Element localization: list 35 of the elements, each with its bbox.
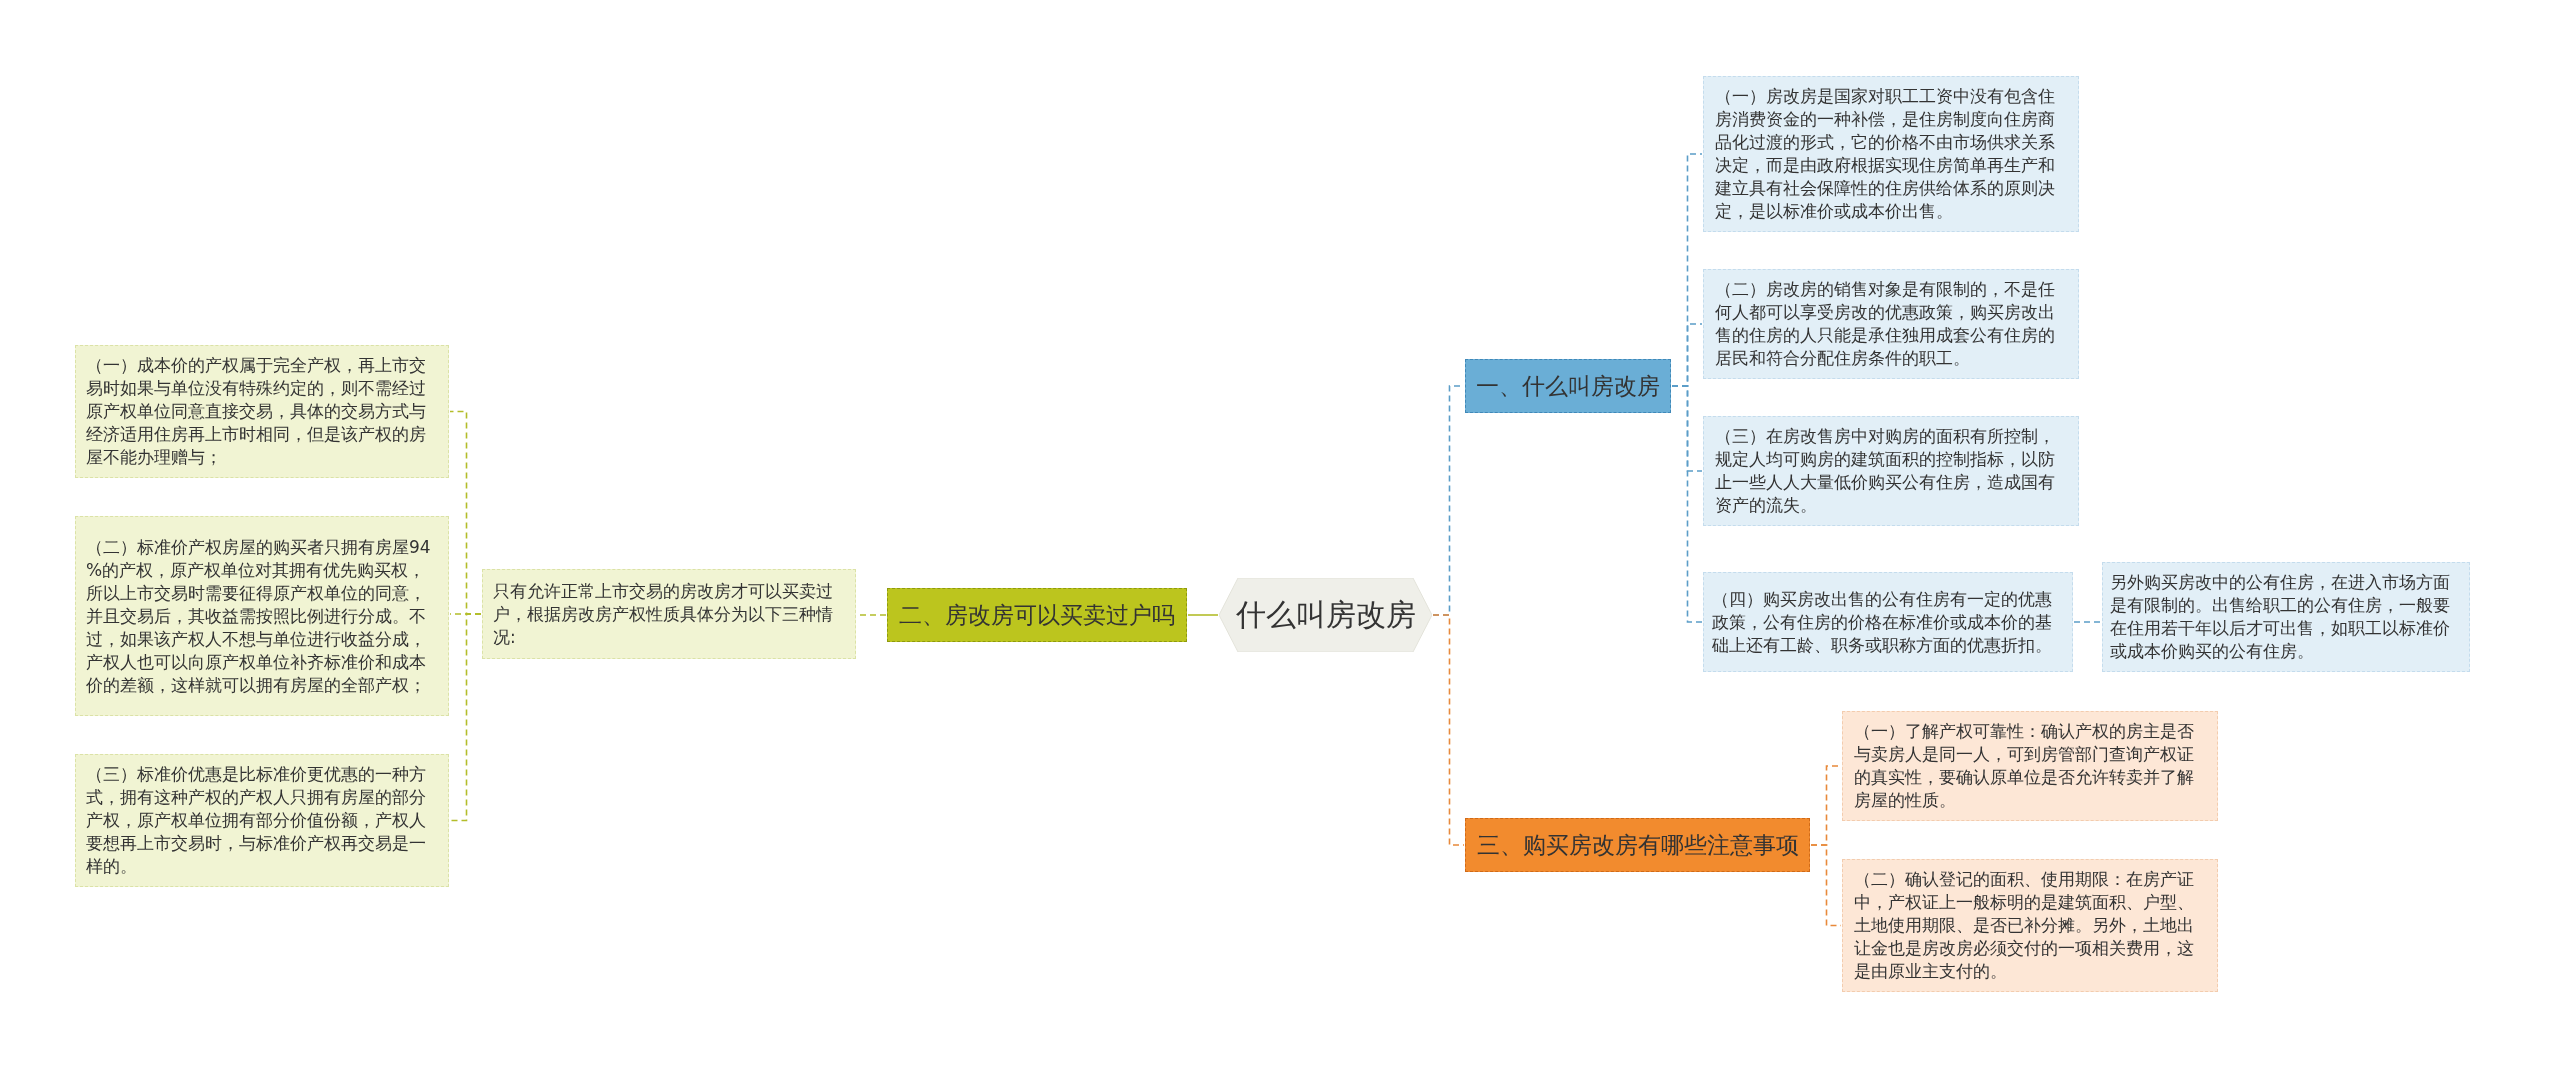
note-box (1842, 711, 2218, 821)
note-text: （三）在房改售房中对购房的面积有所控制，规定人均可购房的建筑面积的控制指标，以防止一些人人大量低价购买公有住房，造成国有资产的流失。 (1715, 425, 2056, 517)
note-box (1703, 572, 2073, 672)
connector-line (1671, 385, 1703, 623)
connector-line (1187, 614, 1219, 616)
note-text: （二）确认登记的面积、使用期限：在房产证中，产权证上一般标明的是建筑面积、户型、土地使用期限、是否已补分摊。另外，土地出让金也是房改房必须交付的一项相关费用，这是由原业主支付的。 (1854, 868, 2195, 983)
branch-title: 一、什么叫房改房 (1476, 371, 1660, 401)
note-text: 另外购买房改中的公有住房，在进入市场方面是有限制的。出售给职工的公有住房，一般要在住用若干年以后才可出售，如职工以标准价或成本价购买的公有住房。 (2110, 571, 2451, 663)
note-box (1703, 269, 2079, 379)
note-text: （一）成本价的产权属于完全产权，再上市交易时如果与单位没有特殊约定的，则不需经过原产权单位同意直接交易，具体的交易方式与经济适用住房再上市时相同，但是该产权的房屋不能办理赠与； (86, 354, 427, 469)
connector-line (1432, 614, 1465, 846)
note-box (1842, 859, 2218, 992)
branch-title: 二、房改房可以买卖过户吗 (899, 600, 1175, 630)
note-box (482, 569, 856, 659)
connector-line (2073, 621, 2102, 623)
branch-box (1465, 359, 1671, 413)
note-box (1703, 76, 2079, 232)
topic-title: 什么叫房改房 (1235, 595, 1416, 634)
note-text: （三）标准价优惠是比标准价更优惠的一种方式，拥有这种产权的产权人只拥有房屋的部分产权，原产权单位拥有部分价值份额，产权人要想再上市交易时，与标准价产权再交易是一样的。 (86, 763, 427, 878)
note-text: （一）房改房是国家对职工工资中没有包含住房消费资金的一种补偿，是住房制度向住房商品化过渡的形式，它的价格不由市场供求关系决定，而是由政府根据实现住房简单再生产和建立具有社会保障性的住房供给体系的原则决定，是以标准价或成本价出售。 (1715, 85, 2056, 223)
note-text: （一）了解产权可靠性：确认产权的房主是否与卖房人是同一人，可到房管部门查询产权证的真实性，要确认原单位是否允许转卖并了解房屋的性质。 (1854, 720, 2195, 812)
note-box (75, 516, 449, 716)
note-text: 只有允许正常上市交易的房改房才可以买卖过户，根据房改房产权性质具体分为以下三种情况: (493, 579, 834, 649)
note-box (2102, 562, 2470, 672)
note-box (75, 345, 449, 478)
note-text: （二）标准价产权房屋的购买者只拥有房屋94%的产权，原产权单位对其拥有优先购买权，所以上市交易时需要征得原产权单位的同意，并且交易后，其收益需按照比例进行分成。不过，如果该产权人不想与单位进行收益分成，产权人也可以向原产权单位补齐标准价和成本价的差额，这样就可以拥有房屋的全部产权； (86, 535, 432, 697)
branch-box (1465, 818, 1810, 872)
note-box (75, 754, 449, 887)
branch-box (887, 588, 1187, 642)
central-topic (1219, 578, 1432, 652)
note-box (1703, 416, 2079, 526)
branch-title: 三、购买房改房有哪些注意事项 (1476, 830, 1799, 860)
note-text: （四）购买房改出售的公有住房有一定的优惠政策，公有住房的价格在标准价或成本价的基础上还有工龄、职务或职称方面的优惠折扣。 (1712, 587, 2053, 657)
note-text: （二）房改房的销售对象是有限制的，不是任何人都可以享受房改的优惠政策，购买房改出售的住房的人只能是承住独用成套公有住房的居民和符合分配住房条件的职工。 (1715, 278, 2056, 370)
connector-line (449, 613, 482, 822)
